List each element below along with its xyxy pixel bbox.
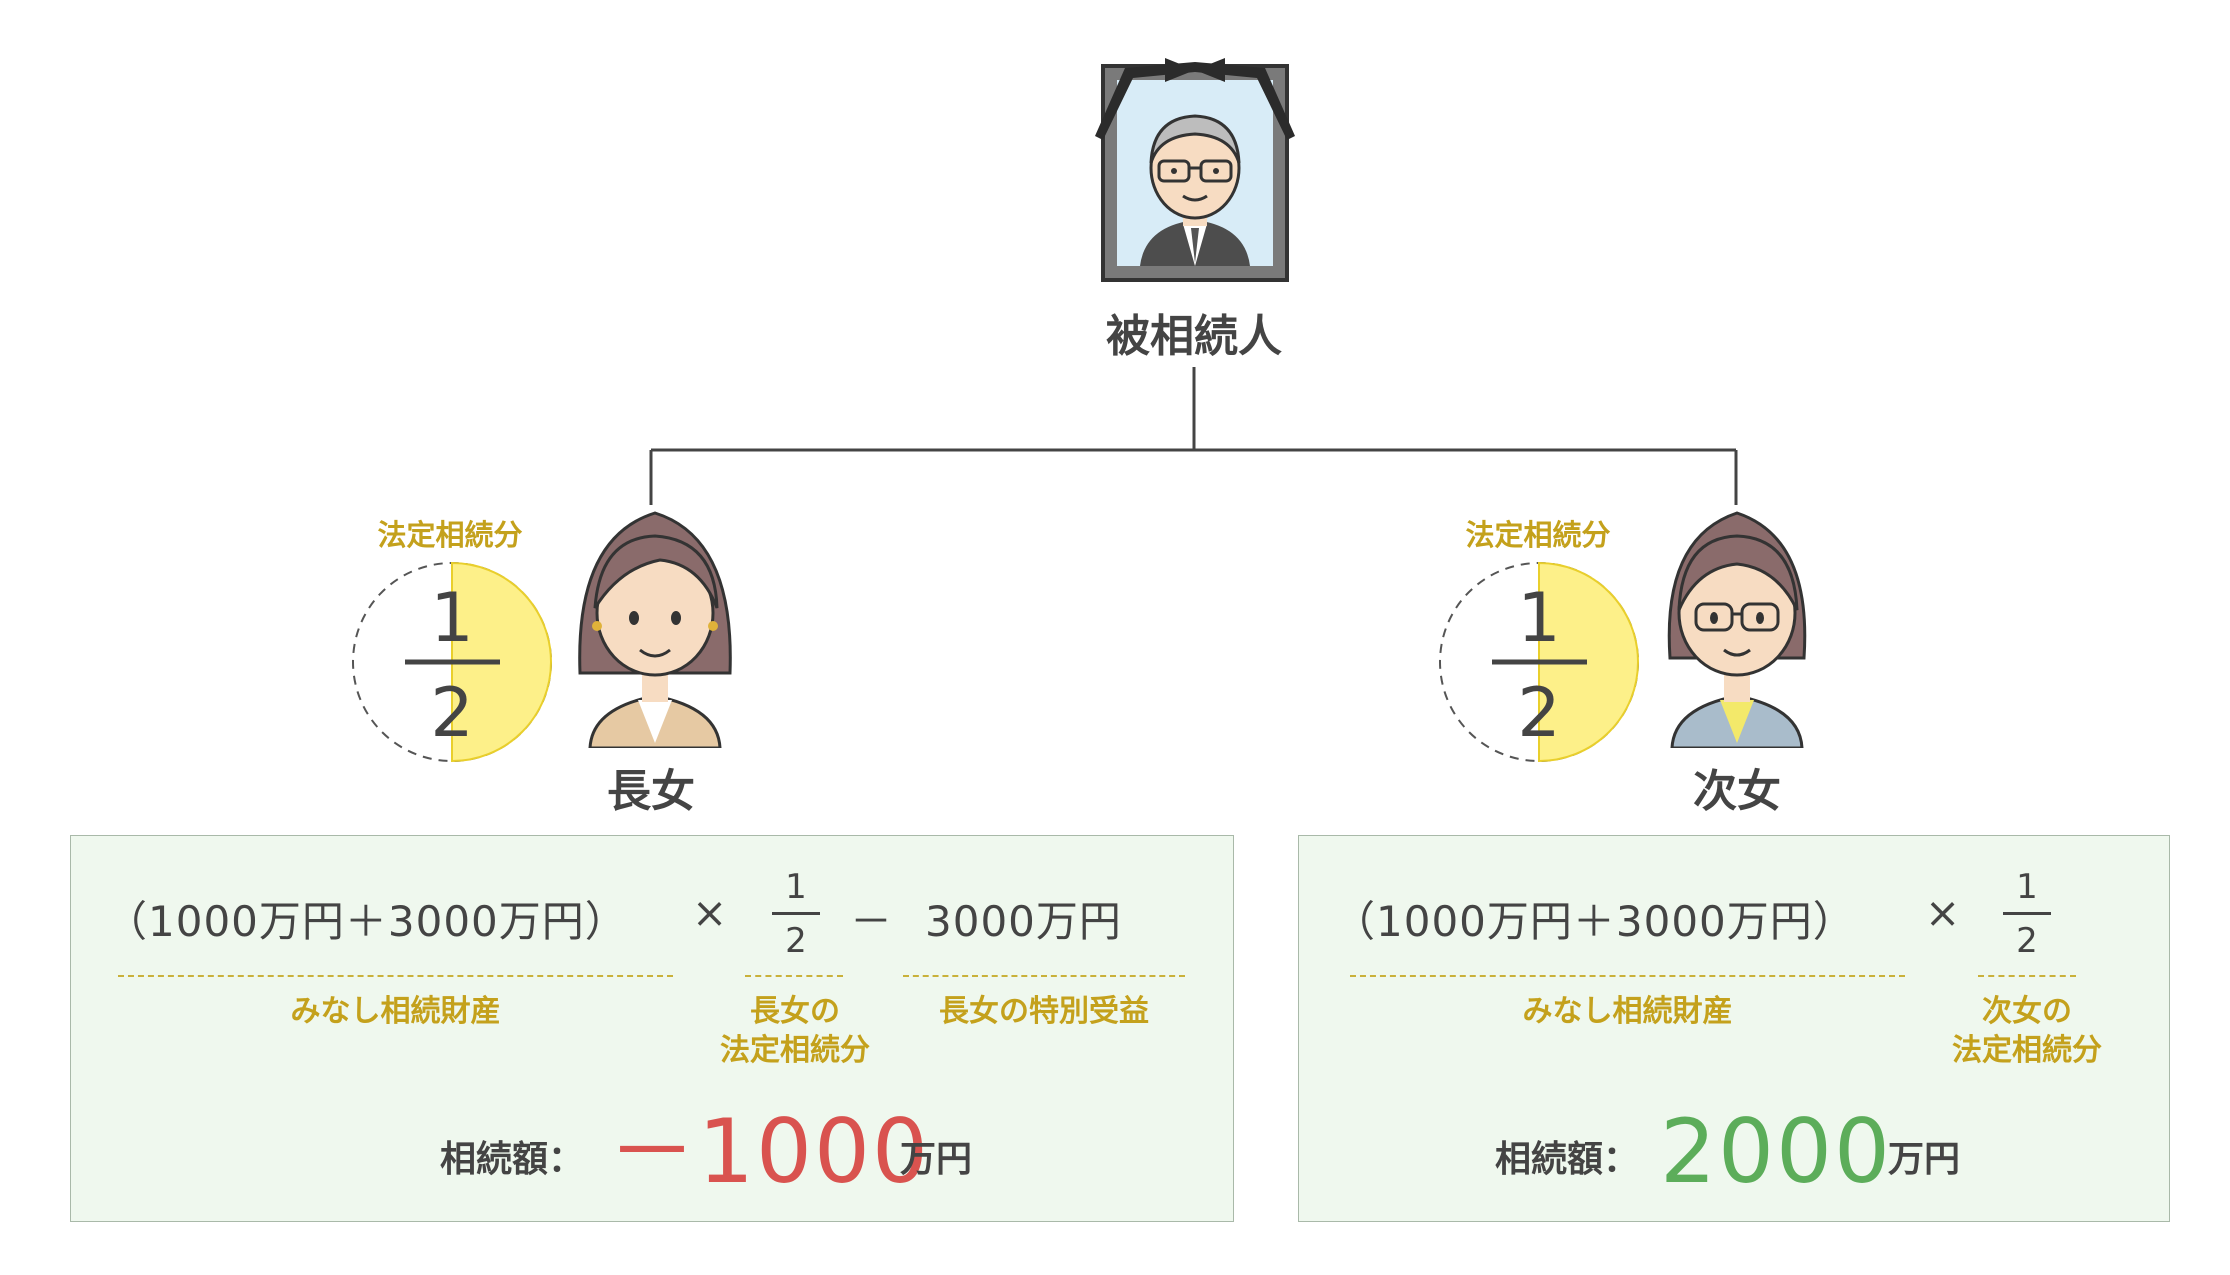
heir2-share-label: 法定相続分 [1465, 518, 1611, 552]
heir1-avatar [578, 511, 732, 748]
heir2-share-denominator: 2 [1517, 674, 1561, 753]
heir1-share-pie [352, 561, 552, 763]
heir2-formula-main: （1000万円＋3000万円） [1333, 897, 1856, 946]
heir1-share-denominator: 2 [430, 674, 474, 753]
heir2-dash-share [1978, 975, 2076, 977]
heir2-share-pie [1439, 561, 1639, 763]
heir2-caption-share-line1: 次女の [1982, 994, 2072, 1029]
heir2-calc-box [1298, 835, 2170, 1222]
heir1-caption-share-line2: 法定相続分 [720, 1033, 870, 1068]
heir2-caption-share-line2: 法定相続分 [1952, 1033, 2102, 1068]
heir1-result-value: －1000 [608, 1100, 930, 1203]
heir1-caption-special: 長女の特別受益 [939, 994, 1149, 1029]
heir2-result-value: 2000 [1660, 1100, 1892, 1203]
heir1-share-numerator: 1 [430, 579, 474, 658]
heir1-name: 長女 [607, 766, 695, 817]
heir2-dash-assets [1350, 975, 1905, 977]
heir1-formula-subtract: 3000万円 [925, 897, 1122, 946]
heir1-formula-main: （1000万円＋3000万円） [105, 897, 628, 946]
heir2-name: 次女 [1693, 766, 1781, 817]
heir1-caption-assets: みなし相続財産 [290, 994, 501, 1029]
heir1-formula-frac-den: 2 [785, 921, 807, 961]
heir1-calc-box [70, 835, 1234, 1222]
heir2-formula-frac-den: 2 [2016, 921, 2038, 961]
heir1-formula-frac-line [772, 912, 820, 915]
heir2-result-label: 相続額： [1495, 1139, 1640, 1180]
deceased-label: 被相続人 [1106, 311, 1282, 362]
heir1-dash-share [745, 975, 843, 977]
deceased-portrait [1095, 58, 1295, 282]
heir1-formula-times: × [692, 888, 729, 937]
heir2-result-unit: 万円 [1888, 1139, 1961, 1180]
heir1-result-label: 相続額： [440, 1139, 585, 1180]
heir1-result-unit: 万円 [900, 1139, 973, 1180]
heir2-share-numerator: 1 [1517, 579, 1561, 658]
heir2-caption-assets: みなし相続財産 [1522, 994, 1733, 1029]
heir1-share-label: 法定相続分 [377, 518, 523, 552]
heir1-dash-special [903, 975, 1185, 977]
heir1-formula-minus: － [850, 897, 894, 946]
heir1-dash-assets [118, 975, 673, 977]
heir2-avatar [1667, 511, 1807, 748]
heir2-formula-times: × [1925, 888, 1962, 937]
heir2-formula-frac-line [2003, 912, 2051, 915]
heir2-formula-frac-num: 1 [2016, 867, 2038, 907]
heir1-caption-share-line1: 長女の [750, 994, 840, 1029]
heir1-formula-frac-num: 1 [785, 867, 807, 907]
